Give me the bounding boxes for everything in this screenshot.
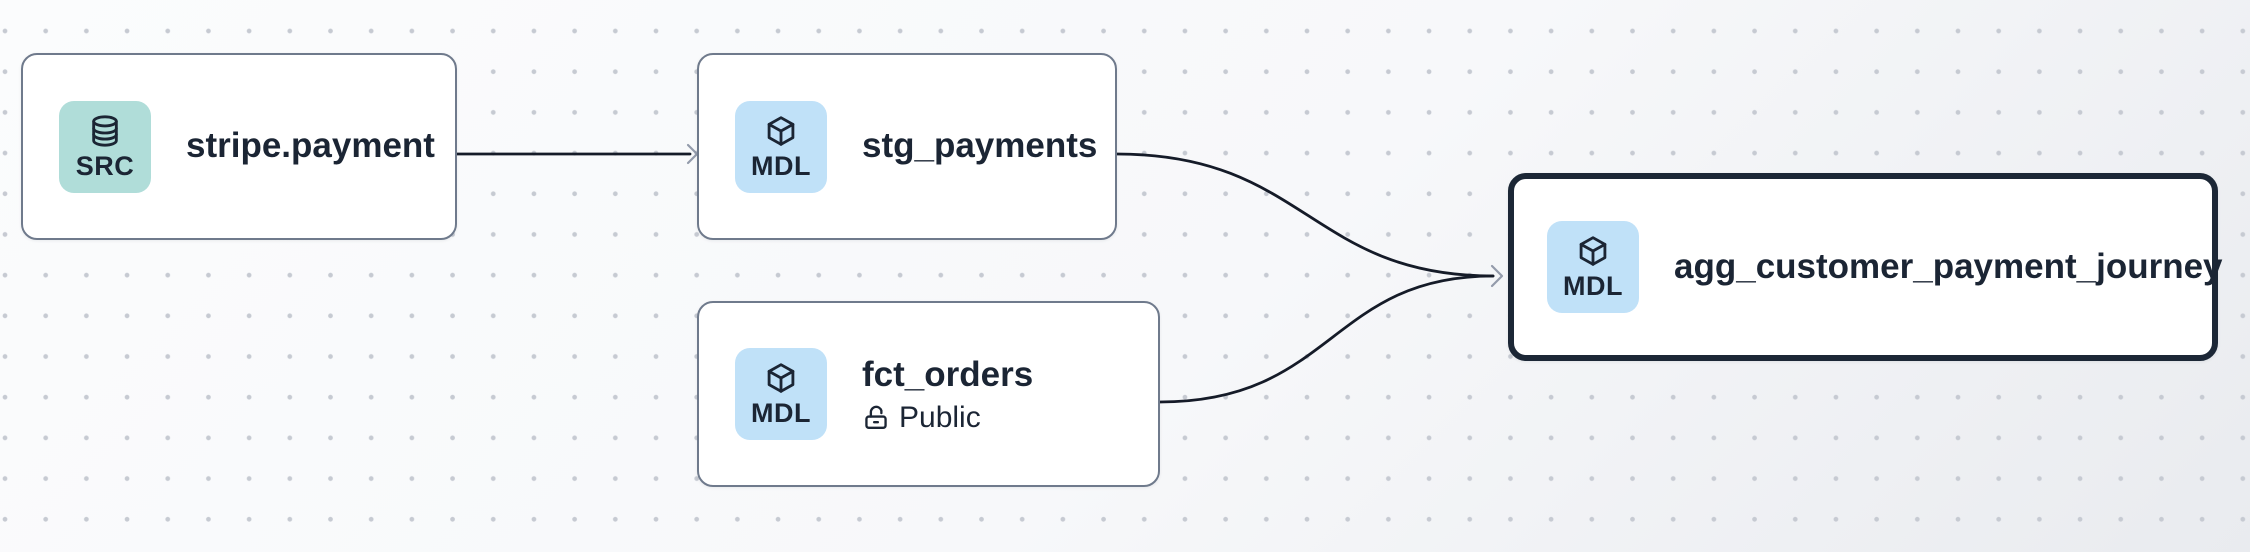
badge-label: MDL — [751, 150, 811, 181]
node-stripe-payment[interactable]: SRC stripe.payment — [21, 53, 457, 240]
edge-fct-orders-to-agg-customer-payment-journey — [1158, 274, 1495, 404]
arrowhead-icon — [1490, 264, 1504, 288]
badge-label: MDL — [1563, 271, 1623, 301]
source-badge: SRC — [59, 100, 151, 193]
badge-label: MDL — [751, 398, 811, 428]
cube-icon — [1579, 236, 1607, 266]
access-label: Public — [899, 400, 981, 434]
arrowhead-icon — [686, 143, 699, 165]
badge-label: SRC — [75, 150, 135, 181]
node-title: stripe.payment — [186, 126, 435, 166]
node-title: agg_customer_payment_journey — [1674, 246, 2223, 286]
model-badge: MDL — [735, 348, 827, 440]
node-fct-orders[interactable]: MDL fct_orders Public — [697, 301, 1160, 487]
node-agg-customer-payment-journey[interactable]: MDL agg_customer_payment_journey — [1508, 173, 2223, 361]
lock-open-icon — [865, 405, 887, 429]
cube-icon — [767, 115, 795, 146]
edge-stg-payments-to-agg-customer-payment-journey — [1115, 152, 1495, 278]
edge-stripe-payment-to-stg-payments — [455, 143, 699, 165]
access-row: Public — [862, 400, 1033, 434]
database-icon — [92, 114, 118, 147]
cube-icon — [767, 363, 795, 393]
node-title: fct_orders — [862, 355, 1034, 395]
model-badge: MDL — [1547, 221, 1639, 313]
model-badge: MDL — [735, 100, 827, 193]
node-stg-payments[interactable]: MDL stg_payments — [697, 53, 1117, 240]
node-title: stg_payments — [862, 126, 1098, 166]
